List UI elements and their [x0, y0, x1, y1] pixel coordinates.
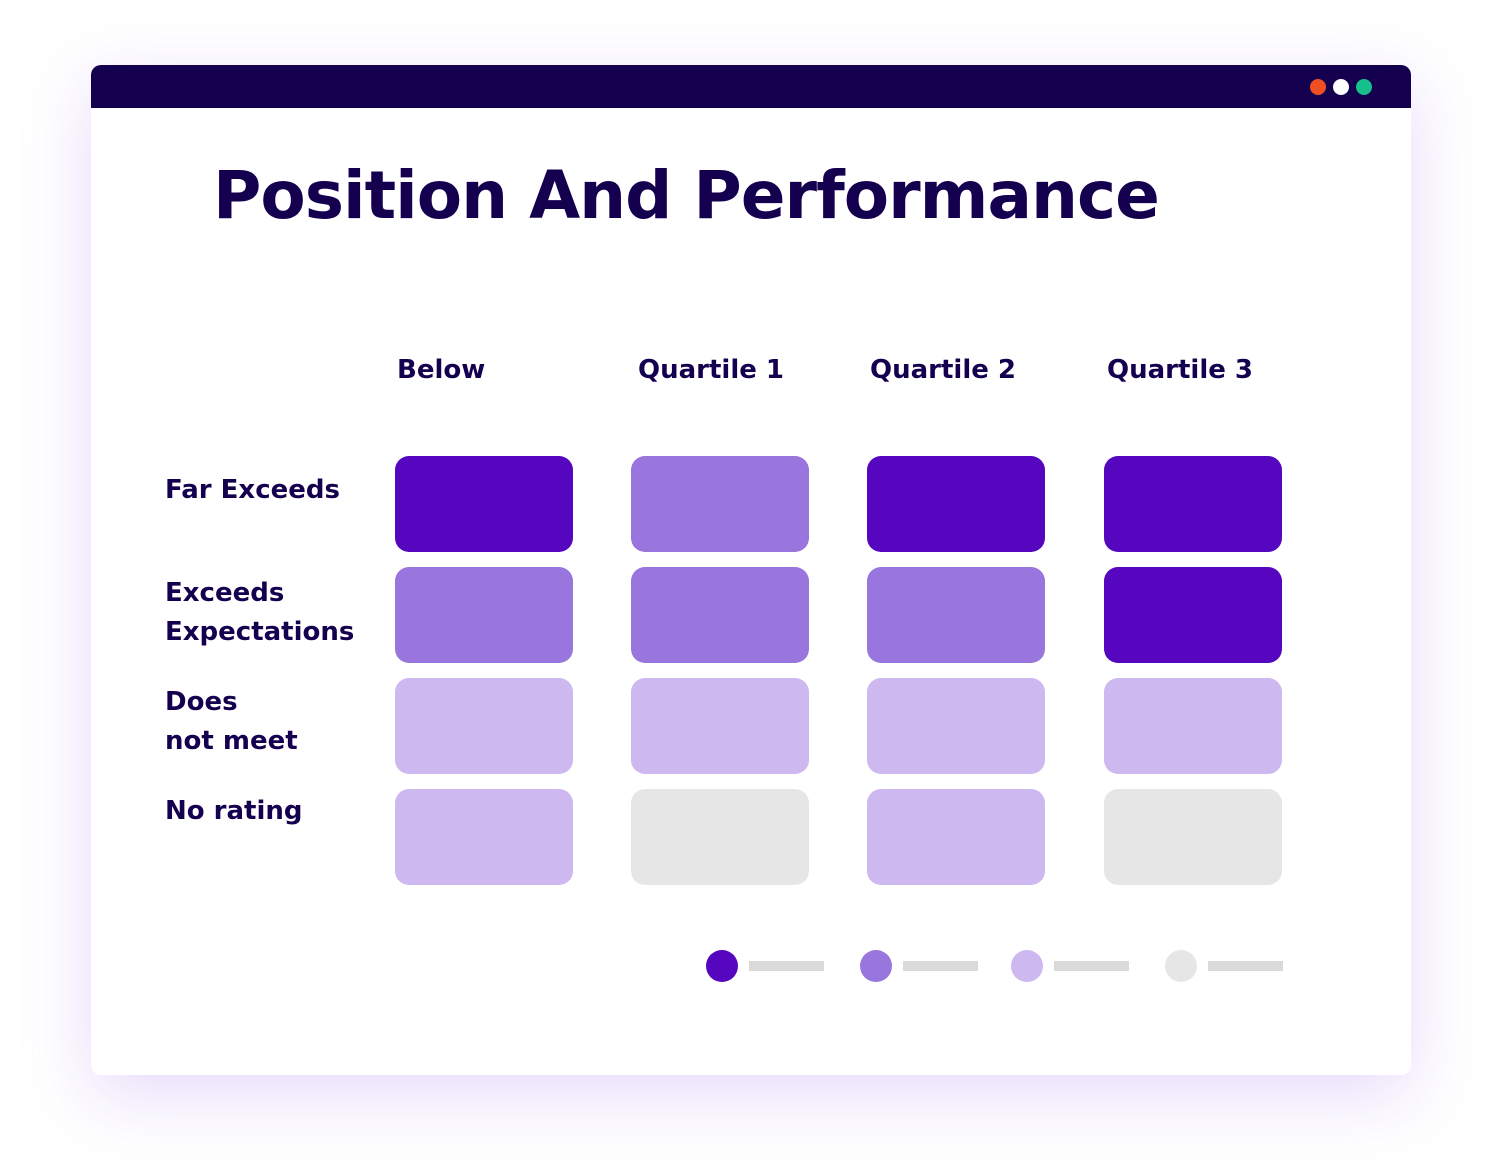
row-header: Far Exceeds [165, 471, 375, 510]
row-header: Does not meet [165, 683, 375, 761]
heatmap-cell [395, 678, 573, 774]
heatmap-cell [631, 456, 809, 552]
heatmap-cell [631, 678, 809, 774]
legend-label-placeholder [749, 961, 824, 971]
heatmap-cell [1104, 678, 1282, 774]
legend-swatch [1165, 950, 1197, 982]
legend-swatch [860, 950, 892, 982]
legend-label-placeholder [903, 961, 978, 971]
heatmap-cell [1104, 567, 1282, 663]
heatmap-cell [867, 456, 1045, 552]
row-header-line: not meet [165, 726, 298, 756]
maximize-dot-icon[interactable] [1356, 79, 1372, 95]
row-header: No rating [165, 792, 375, 831]
row-header-line: Does [165, 687, 238, 717]
row-header-line: Expectations [165, 617, 355, 647]
column-header: Quartile 3 [1107, 355, 1254, 385]
column-header: Quartile 1 [638, 355, 785, 385]
app-window: Position And Performance Below Quartile 1… [91, 65, 1411, 1075]
column-header: Quartile 2 [870, 355, 1017, 385]
legend-swatch [706, 950, 738, 982]
legend-label-placeholder [1054, 961, 1129, 971]
chart-title: Position And Performance [213, 157, 1160, 234]
close-dot-icon[interactable] [1310, 79, 1326, 95]
row-header-line: No rating [165, 796, 303, 826]
column-header: Below [397, 355, 486, 385]
row-header-line: Far Exceeds [165, 475, 340, 505]
legend-label-placeholder [1208, 961, 1283, 971]
heatmap-cell [631, 567, 809, 663]
heatmap-cell [867, 678, 1045, 774]
title-bar [91, 65, 1411, 108]
minimize-dot-icon[interactable] [1333, 79, 1349, 95]
heatmap-cell [395, 567, 573, 663]
legend-swatch [1011, 950, 1043, 982]
heatmap-cell [395, 789, 573, 885]
heatmap-cell [1104, 789, 1282, 885]
heatmap-cell [631, 789, 809, 885]
row-header-line: Exceeds [165, 578, 285, 608]
heatmap-cell [867, 567, 1045, 663]
heatmap-cell [867, 789, 1045, 885]
heatmap-cell [1104, 456, 1282, 552]
heatmap-cell [395, 456, 573, 552]
